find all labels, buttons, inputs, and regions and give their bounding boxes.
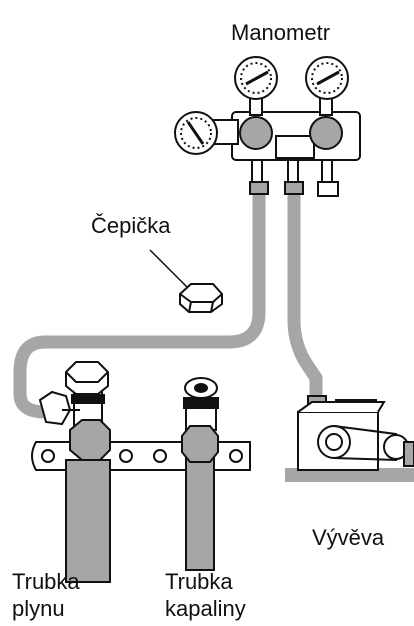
gas-pipe-valve xyxy=(38,361,111,583)
liquid-pipe xyxy=(185,457,215,571)
pump-base xyxy=(285,468,414,482)
pump-hose xyxy=(287,186,323,409)
manifold-gauge xyxy=(174,56,361,197)
label-gas-pipe-line1: Trubka xyxy=(12,569,80,594)
liquid-pipe-valve xyxy=(181,377,219,571)
spare-port xyxy=(317,181,339,197)
label-pump: Vývěva xyxy=(312,525,385,550)
label-liquid-pipe-line2: kapaliny xyxy=(165,596,246,621)
label-liquid-pipe-line1: Trubka xyxy=(165,569,233,594)
right-valve-knob xyxy=(309,116,343,150)
pump-port-fitting xyxy=(284,181,304,195)
vacuum-pump xyxy=(285,395,414,482)
pump-motor xyxy=(403,441,414,467)
gas-hose xyxy=(13,186,266,419)
label-cap: Čepička xyxy=(91,213,171,238)
label-gauge: Manometr xyxy=(231,20,331,45)
cap-pointer xyxy=(149,249,191,291)
gas-pipe xyxy=(65,459,111,583)
cap-icon xyxy=(179,283,223,313)
left-valve-knob xyxy=(239,116,273,150)
gas-port-fitting xyxy=(249,181,269,195)
label-gas-pipe-line2: plynu xyxy=(12,596,65,621)
